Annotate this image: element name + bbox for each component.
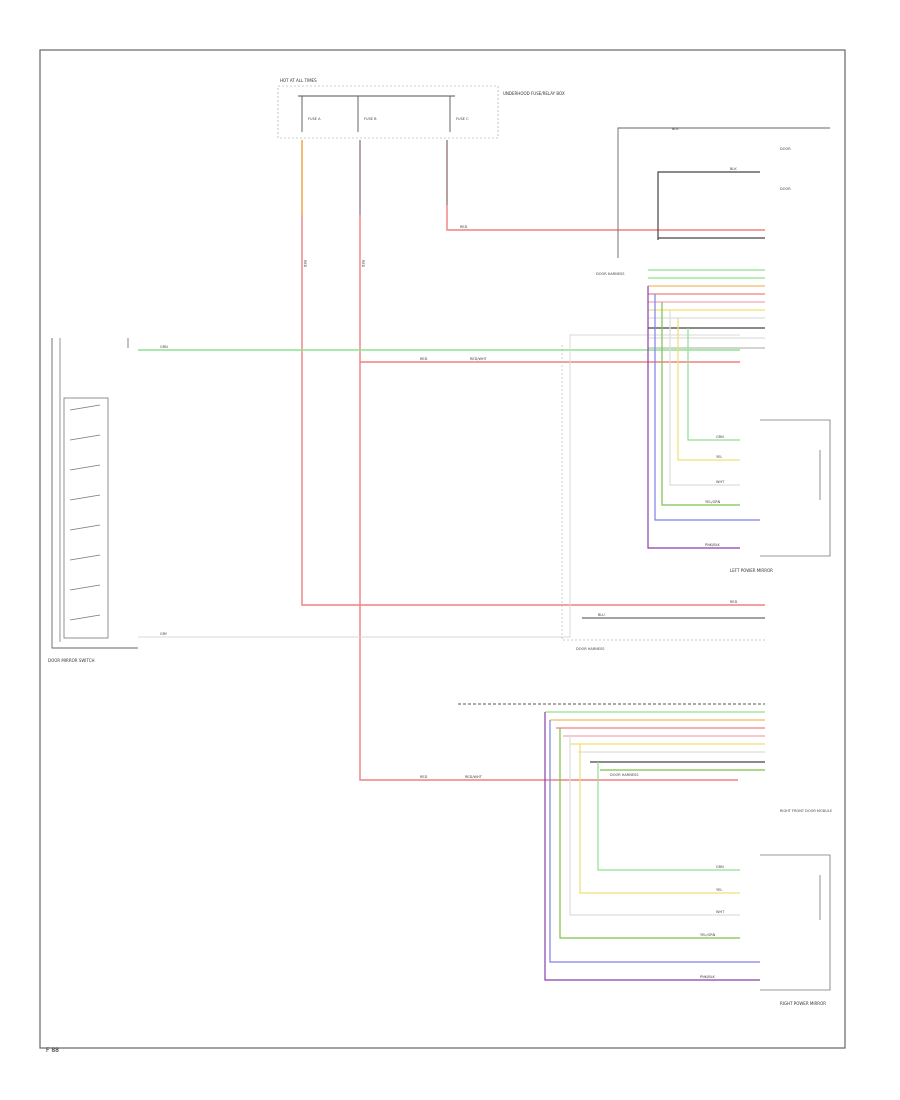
right-mirror-bracket — [760, 854, 831, 991]
wire-label-pnkblk-rm: PNK/BLK — [700, 975, 716, 979]
wire-label-blu-mid: BLU — [598, 613, 605, 617]
wire-label-grn-rm: GRN — [716, 865, 724, 869]
wire-label-red-door: RED — [730, 600, 738, 604]
wire-label-red-wht-mid: RED — [420, 357, 428, 361]
wire-label-ylwgrn-rm: YEL/GRN — [700, 933, 716, 937]
left-power-mirror: LEFT POWER MIRROR GRN YEL WHT YEL/GRN PN… — [705, 419, 831, 573]
mid-door-note: DOOR HARNESS — [576, 647, 605, 651]
left-mirror-label: LEFT POWER MIRROR — [730, 568, 773, 573]
wire-label-red-b: RED — [361, 260, 365, 268]
door-mirror-switch-label: DOOR MIRROR SWITCH — [48, 658, 95, 663]
wire-label-red-wht-low: RED — [420, 775, 428, 779]
wire-label-wht-lm: WHT — [716, 480, 725, 484]
wire-label-gry-switch: GRY — [160, 632, 168, 636]
wire-label-blk-mid: BLK — [730, 167, 737, 171]
junction-box-label: UNDERHOOD FUSE/RELAY BOX — [503, 91, 565, 96]
left-harness-label: DOOR HARNESS — [596, 272, 625, 276]
top-right-box — [617, 127, 830, 258]
mid-door-box — [561, 345, 765, 641]
wire-label-ylwgrn-lm: YEL/GRN — [705, 500, 721, 504]
left-mirror-bracket — [760, 419, 831, 557]
fuse-c-label: FUSE C — [456, 117, 469, 121]
wire-label-red-wht-low2: RED/WHT — [465, 775, 483, 779]
fuse-box: HOT AT ALL TIMES UNDERHOOD FUSE/RELAY BO… — [277, 78, 565, 139]
left-mirror-verticals — [647, 286, 760, 549]
footer-code: F 88 — [46, 1047, 59, 1054]
wire-label-wht-rm: WHT — [716, 910, 725, 914]
mirror-switch-bracket — [51, 338, 138, 649]
wire-red-fuse-c — [446, 140, 765, 231]
mid-door-ground: DOOR HARNESS BLU RED — [561, 345, 765, 651]
wire-red-fuse-a — [301, 140, 765, 606]
fuse-a-label: FUSE A — [308, 117, 321, 121]
wire-label-grn-switch: GRN — [160, 345, 168, 349]
left-harness-bundle — [648, 269, 765, 349]
fuse-b-label: FUSE B — [364, 117, 377, 121]
fuse-box-outline — [277, 85, 499, 139]
right-mirror-label: RIGHT POWER MIRROR — [780, 1001, 826, 1006]
top-right-dark-wire — [657, 171, 760, 240]
wire-gray-switch-return — [138, 334, 740, 638]
wire-label-grn-lm: GRN — [716, 435, 724, 439]
diagram-frame — [39, 49, 846, 1049]
top-right-section: DOOR DOOR BLK BLK — [617, 127, 830, 258]
wire-label-yel-lm: YEL — [716, 455, 722, 459]
door-mirror-switch: DOOR MIRROR SWITCH — [48, 338, 138, 663]
right-harness-bundle — [545, 711, 765, 771]
right-harness-label: DOOR HARNESS — [610, 773, 639, 777]
wire-label-red-wht-mid2: RED/WHT — [470, 357, 488, 361]
switch-contacts — [69, 404, 101, 621]
wire-label-red-a: RED — [303, 260, 307, 268]
mirror-switch-contacts — [63, 397, 109, 639]
gnd-top-right-label: DOOR — [780, 147, 791, 151]
wire-label-blk-top: BLK — [672, 127, 679, 131]
right-power-mirror: RIGHT POWER MIRROR GRN YEL WHT YEL/GRN P… — [700, 854, 831, 1006]
right-mirror-verticals — [544, 712, 760, 981]
wire-red-fuse-b — [359, 140, 738, 781]
hot-at-all-times-label: HOT AT ALL TIMES — [280, 78, 317, 83]
wire-label-yel-rm: YEL — [716, 888, 722, 892]
wire-label-red-c: RED — [460, 225, 468, 229]
right-door-desc-label: RIGHT FRONT DOOR MODULE — [780, 809, 832, 813]
wire-label-pnkblk-lm: PNK/BLK — [705, 543, 721, 547]
gnd-mid-right-label: DOOR — [780, 187, 791, 191]
